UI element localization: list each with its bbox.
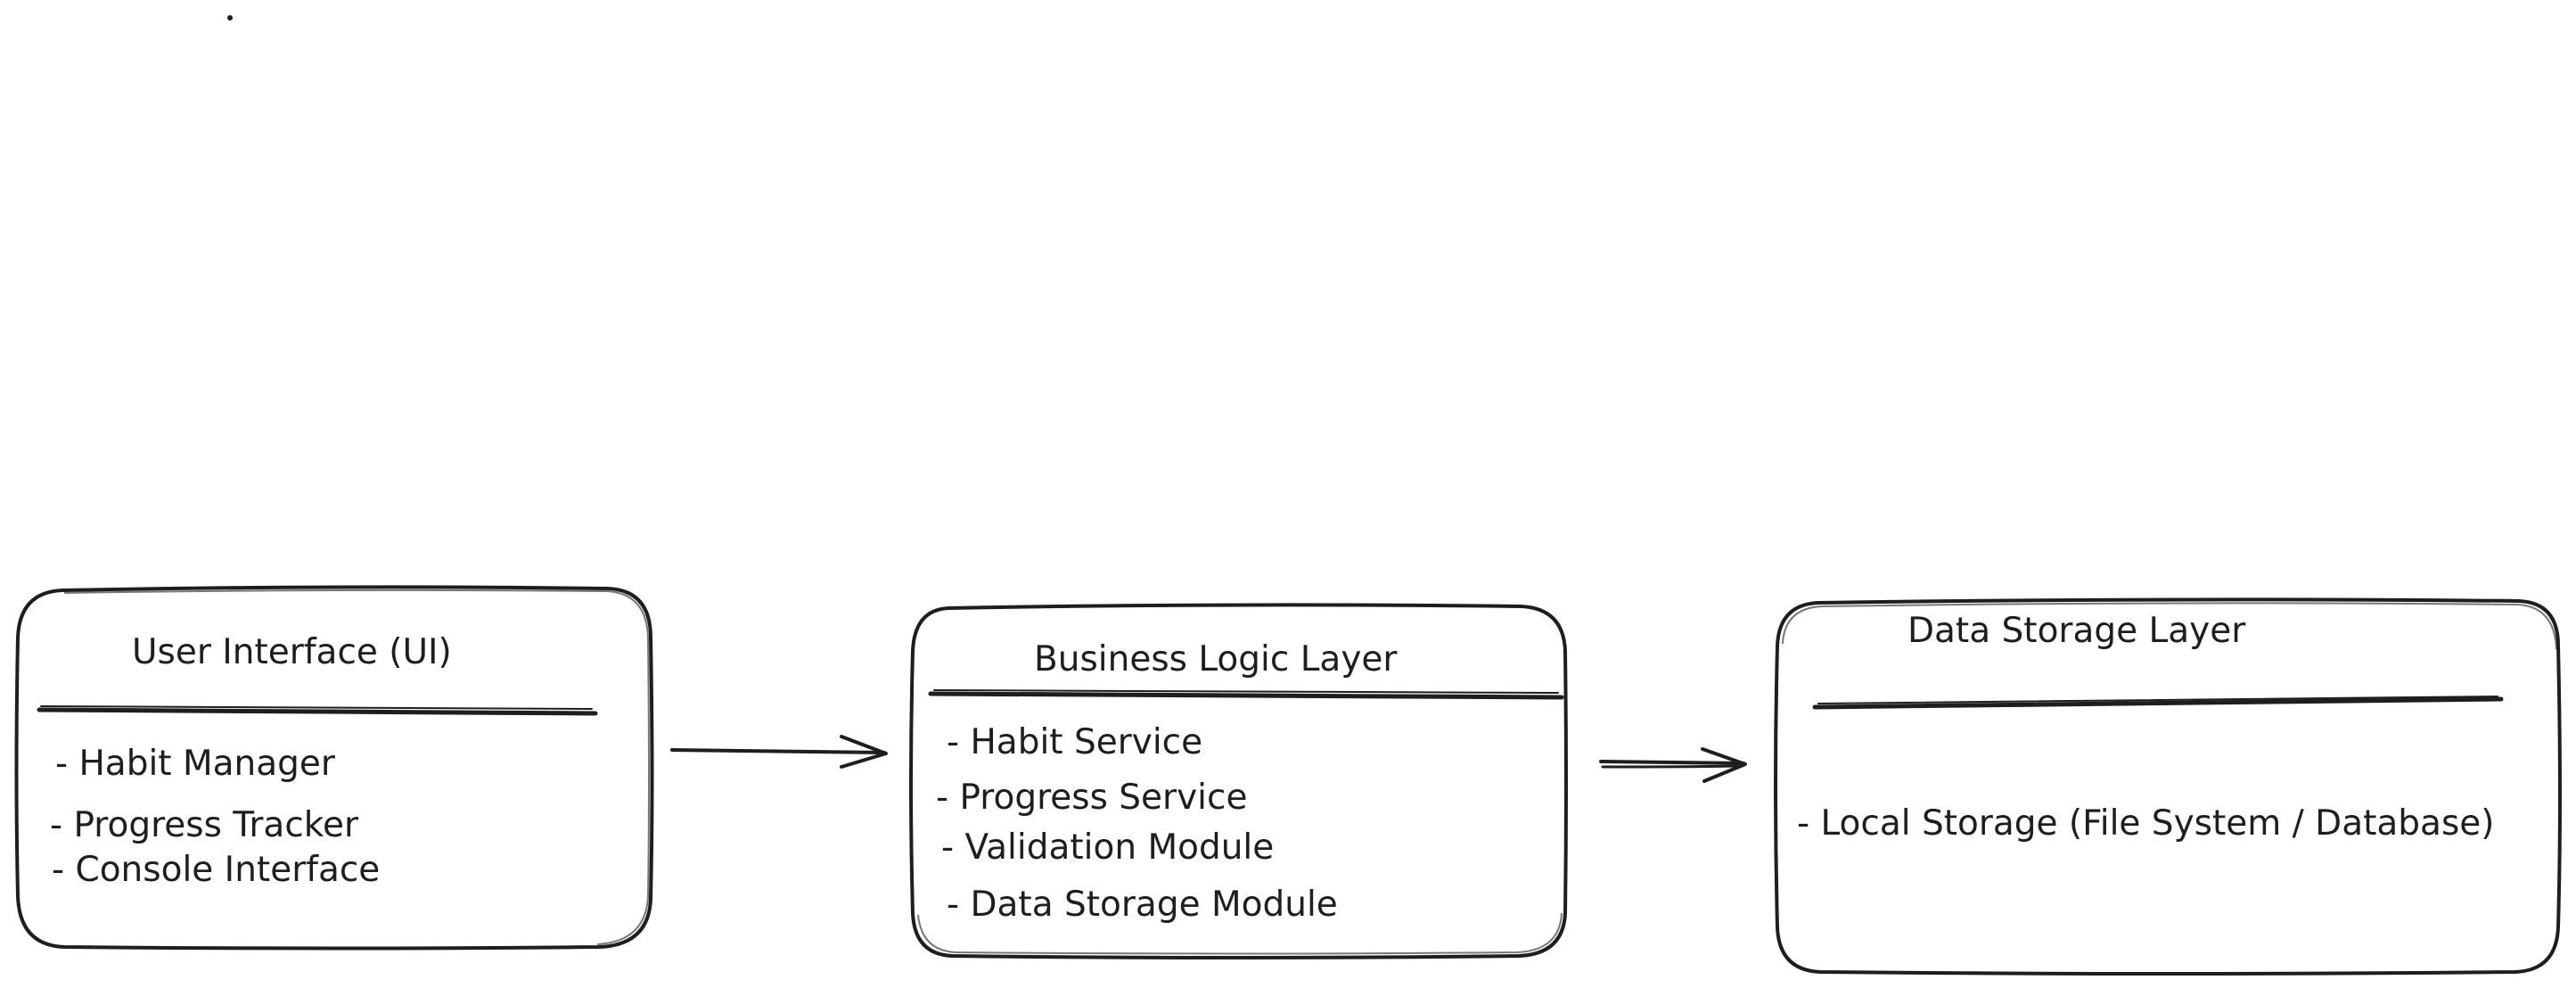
logic-layer-divider	[928, 691, 1564, 700]
arrow-logic-to-storage-head	[1701, 747, 1747, 783]
arrow-ui-to-logic-shaft	[670, 748, 886, 754]
ui-layer-border-sketch	[63, 589, 650, 945]
storage-layer-divider	[1812, 696, 2504, 710]
logic-layer-box[interactable]: Business Logic Layer - Habit Service - P…	[909, 603, 1568, 959]
storage-layer-divider-sketch	[1817, 696, 2498, 704]
logic-layer-border	[909, 603, 1568, 959]
storage-layer-border	[1774, 597, 2562, 976]
arrow-logic-to-storage	[1599, 747, 1747, 783]
logic-layer-border-sketch	[917, 912, 1563, 955]
arrow-logic-to-storage-shaft	[1599, 760, 1745, 765]
logic-layer-divider-sketch	[933, 689, 1559, 694]
storage-layer-title: Data Storage Layer	[1907, 611, 2246, 651]
logic-layer-item: - Data Storage Module	[947, 885, 1338, 925]
storage-layer-box[interactable]: Data Storage Layer - Local Storage (File…	[1774, 597, 2562, 976]
logic-layer-title: Business Logic Layer	[1034, 639, 1398, 679]
ui-layer-border	[14, 585, 654, 951]
storage-layer-item: - Local Storage (File System / Database)	[1797, 803, 2494, 844]
arrow-ui-to-logic-head	[840, 735, 888, 769]
arrow-logic-to-storage-shaft-sketch	[1601, 764, 1740, 769]
storage-layer-border-sketch	[1782, 602, 2557, 650]
ui-layer-divider	[37, 707, 598, 716]
ui-layer-box[interactable]: User Interface (UI) - Habit Manager - Pr…	[14, 585, 654, 951]
logic-layer-item: - Progress Service	[936, 778, 1247, 818]
ui-layer-divider-sketch	[40, 705, 593, 710]
logic-layer-item: - Habit Service	[947, 722, 1202, 762]
logic-layer-item: - Validation Module	[941, 827, 1274, 868]
ui-layer-item: - Habit Manager	[55, 744, 336, 784]
ui-layer-item: - Console Interface	[52, 850, 380, 890]
ui-layer-title: User Interface (UI)	[132, 632, 452, 672]
ui-layer-item: - Progress Tracker	[50, 805, 359, 845]
arrow-ui-to-logic	[670, 735, 888, 769]
stray-dot	[227, 15, 233, 21]
